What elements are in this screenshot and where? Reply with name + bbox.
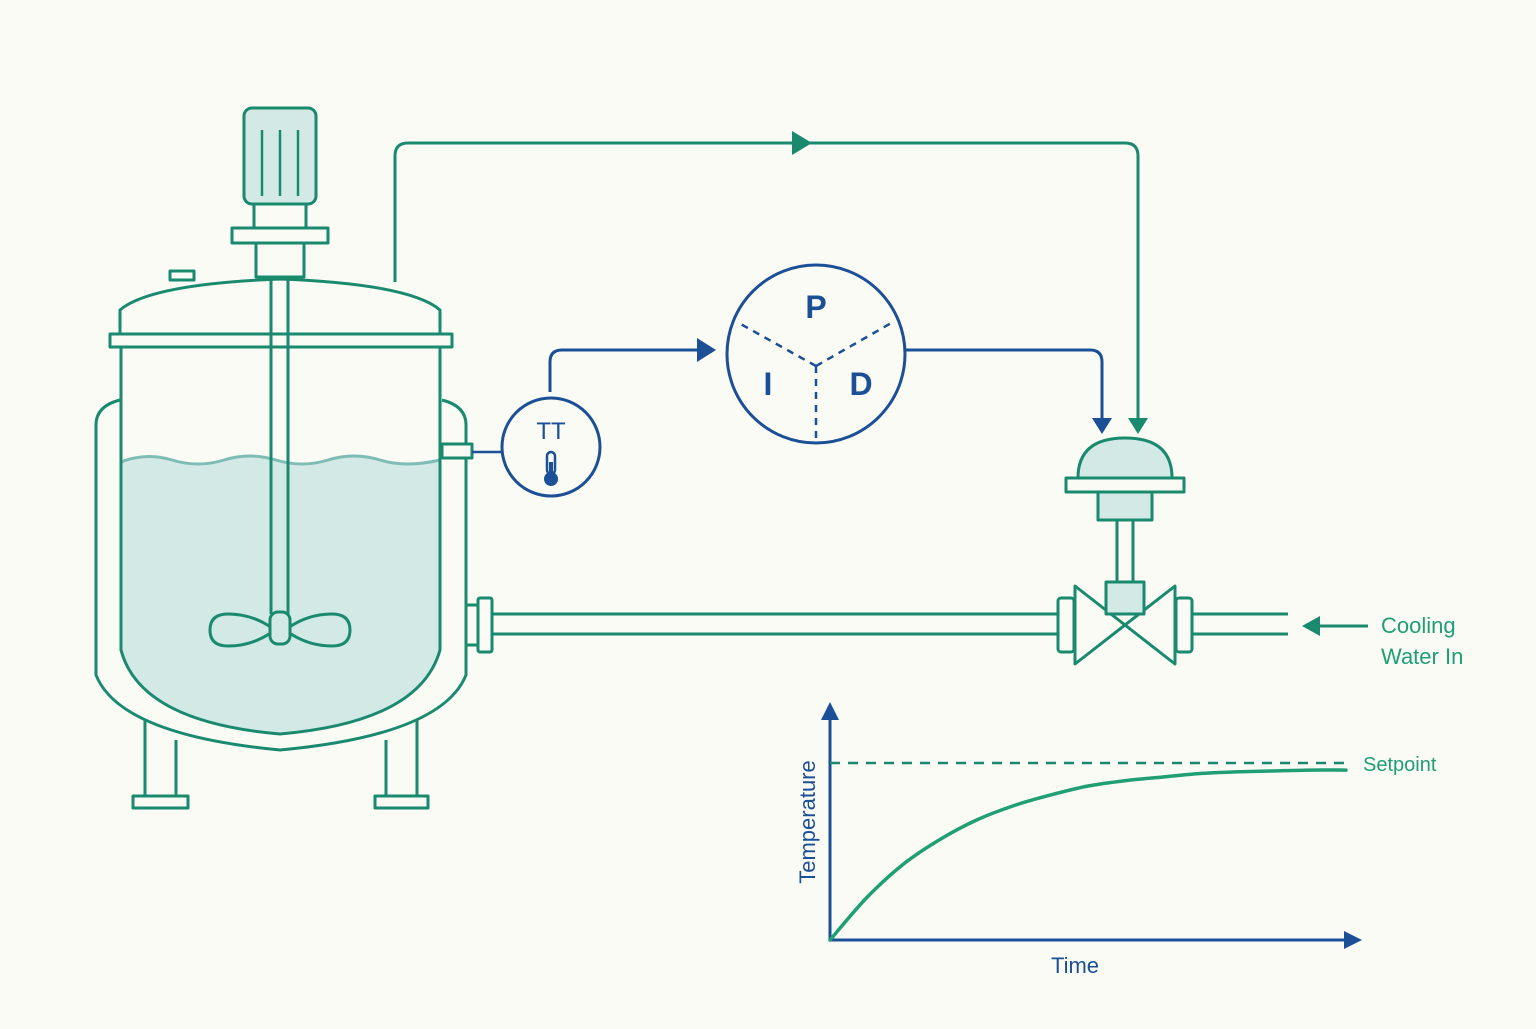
x-axis-arrow (1344, 931, 1362, 949)
vessel-legs (131, 720, 430, 810)
impeller (208, 612, 352, 648)
agitator-motor (230, 106, 330, 279)
cooling-label-line1: Cooling (1381, 613, 1456, 638)
cooling-pipe (476, 596, 1288, 654)
agitator-shaft (208, 280, 352, 648)
vessel-body (119, 346, 442, 736)
pid-to-valve-line (906, 348, 1104, 420)
valve-body (1073, 584, 1177, 666)
cooling-jacket (94, 398, 468, 752)
feedforward-arrow-valve (1128, 418, 1148, 434)
liquid-surface (120, 454, 441, 466)
tt-to-pid-arrow (697, 338, 716, 362)
reactor-vessel (94, 269, 478, 810)
inlet-arrow-head (1302, 616, 1320, 636)
tt-to-pid-line (548, 348, 700, 392)
cooling-water-inlet: Cooling Water In (1302, 613, 1463, 669)
liquid-fill (121, 456, 440, 734)
pid-p-label: P (805, 289, 826, 325)
feedforward-line (393, 141, 1140, 420)
y-axis-arrow (821, 702, 839, 720)
pid-i-label: I (764, 366, 773, 402)
pid-d-label: D (849, 366, 872, 402)
actuator-flange (1064, 476, 1186, 494)
cooling-label-line2: Water In (1381, 644, 1463, 669)
transmitter-label: TT (536, 418, 566, 445)
lid-nozzle (168, 269, 196, 282)
response-curve (828, 768, 1348, 942)
feedforward-arrow-top (792, 131, 812, 155)
sensor-nozzle (440, 442, 474, 460)
pid-controller: P I D (725, 263, 907, 445)
temperature-transmitter: TT (500, 396, 602, 498)
actuator-dome (1076, 436, 1174, 480)
response-chart: Setpoint Time Temperature (795, 702, 1437, 978)
vessel-lid (118, 277, 442, 334)
control-valve (1064, 436, 1186, 666)
y-axis-label: Temperature (795, 760, 820, 884)
vessel-flange (108, 332, 454, 349)
pid-to-valve-arrow (1092, 418, 1112, 434)
setpoint-label: Setpoint (1363, 754, 1437, 776)
x-axis-label: Time (1051, 953, 1099, 978)
thermometer-icon (544, 450, 558, 486)
pid-dividers (736, 320, 894, 440)
